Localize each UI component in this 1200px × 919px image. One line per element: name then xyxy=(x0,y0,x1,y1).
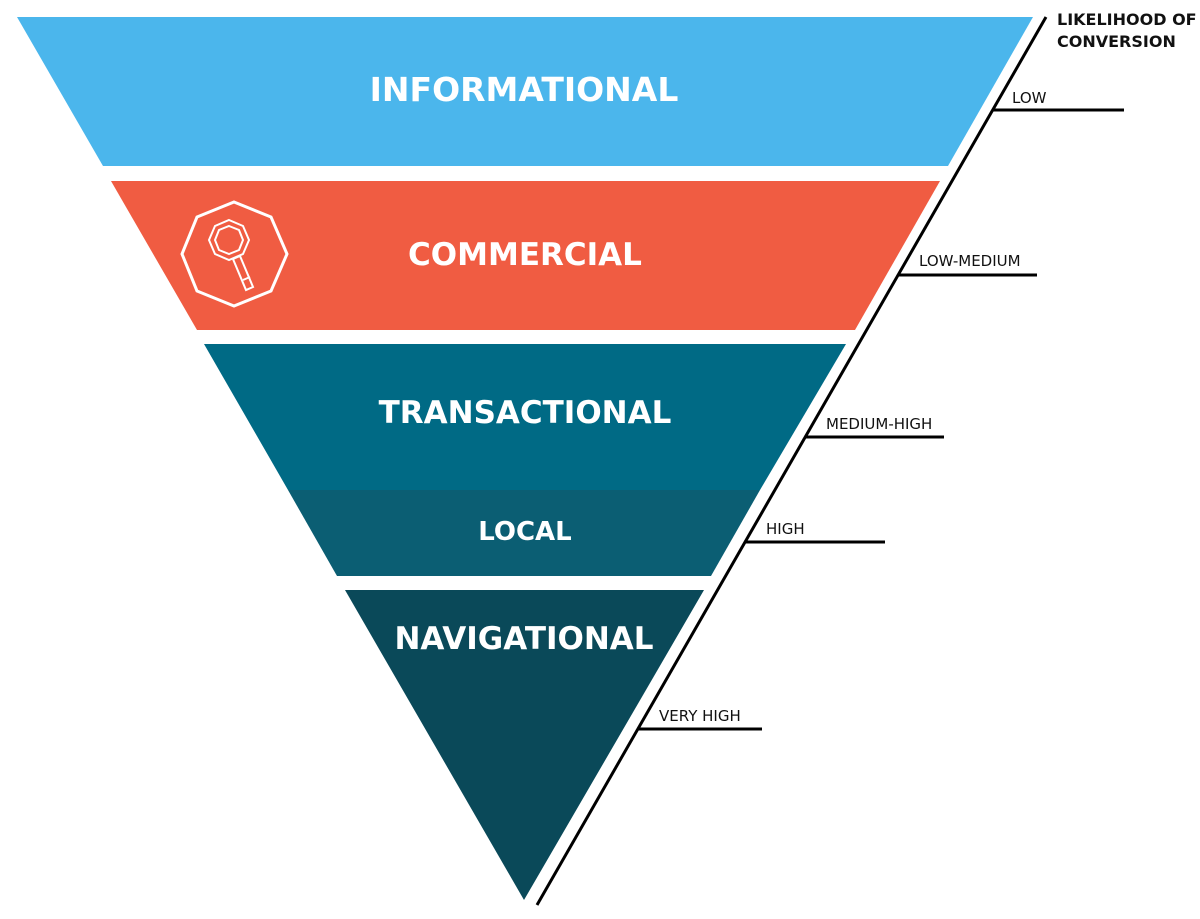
tick-label: HIGH xyxy=(766,520,805,538)
level-band xyxy=(204,344,846,490)
level-band xyxy=(111,181,940,330)
level-label: LOCAL xyxy=(478,517,572,547)
tick-label: MEDIUM-HIGH xyxy=(826,415,932,433)
funnel-level-local: LOCAL xyxy=(288,490,760,576)
scale-title-line1: LIKELIHOOD OF xyxy=(1057,10,1197,29)
funnel-level-navigational: NAVIGATIONAL xyxy=(345,590,704,900)
level-band xyxy=(288,490,760,576)
level-label: NAVIGATIONAL xyxy=(394,621,653,657)
level-band xyxy=(345,590,704,900)
scale-title-line2: CONVERSION xyxy=(1057,32,1176,51)
funnel-level-commercial: COMMERCIAL xyxy=(111,181,940,330)
tick-label: LOW-MEDIUM xyxy=(919,252,1021,270)
conversion-scale xyxy=(535,16,1124,906)
level-label: COMMERCIAL xyxy=(408,237,642,273)
funnel-level-informational: INFORMATIONAL xyxy=(17,17,1033,166)
scale-axis xyxy=(535,16,1048,906)
tick-label: VERY HIGH xyxy=(659,707,741,725)
funnel-level-transactional: TRANSACTIONAL xyxy=(204,344,846,490)
magnifier-icon xyxy=(180,200,289,308)
level-band xyxy=(17,17,1033,166)
level-label: TRANSACTIONAL xyxy=(379,395,672,431)
level-label: INFORMATIONAL xyxy=(370,70,679,109)
tick-label: LOW xyxy=(1012,89,1047,107)
